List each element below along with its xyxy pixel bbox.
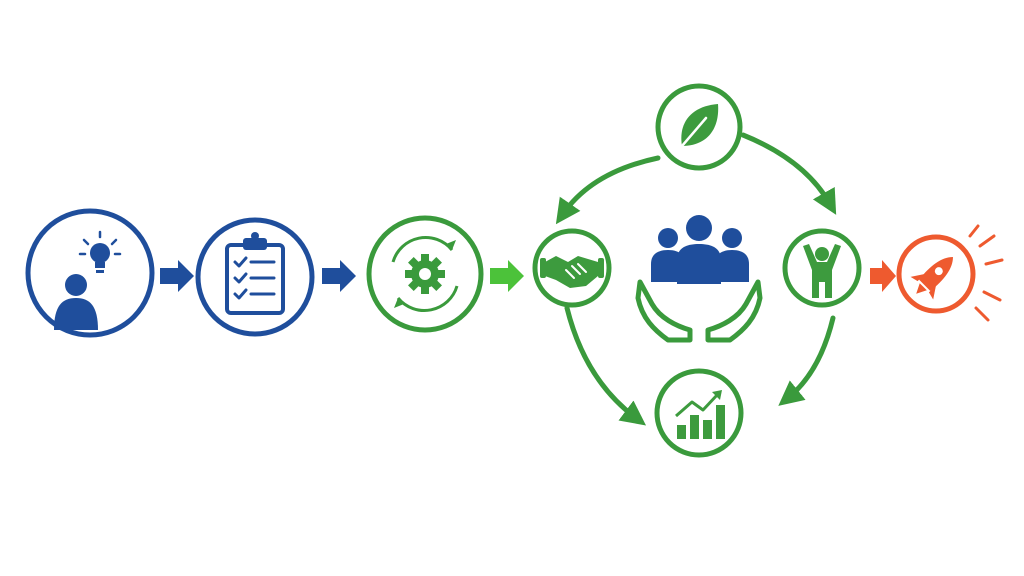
launch-node — [896, 224, 1004, 322]
burst-lines — [968, 224, 1004, 322]
cycle-arc-top-left — [555, 155, 661, 225]
person-with-lightbulb-icon — [54, 230, 122, 330]
person-arms-raised-icon — [803, 244, 841, 298]
handshake-icon — [540, 256, 604, 288]
community-hands-icon — [635, 215, 763, 343]
partner-node — [532, 228, 612, 308]
cycle-arc-top-right — [740, 132, 837, 215]
cycle-ring — [555, 132, 837, 426]
cycle-arc-bottom-right — [778, 315, 836, 406]
clipboard-checklist-icon — [225, 232, 285, 315]
growth-node — [654, 368, 744, 458]
flow-arrow-2 — [322, 260, 356, 292]
cycle-arc-bottom-left — [564, 305, 647, 426]
flow-arrow-1 — [160, 260, 194, 292]
idea-node — [25, 208, 155, 338]
bar-chart-growth-icon — [675, 390, 725, 439]
leaf-icon — [680, 104, 719, 148]
sustain-node — [655, 83, 743, 171]
flow-arrow-4 — [870, 260, 896, 292]
gear-cycle-icon — [391, 236, 459, 312]
plan-node — [195, 217, 315, 337]
community-people — [651, 215, 749, 284]
process-node — [366, 215, 484, 333]
success-node — [782, 228, 862, 308]
flow-arrow-3 — [490, 260, 524, 292]
rocket-icon — [910, 257, 953, 300]
supporting-hands — [635, 279, 763, 343]
